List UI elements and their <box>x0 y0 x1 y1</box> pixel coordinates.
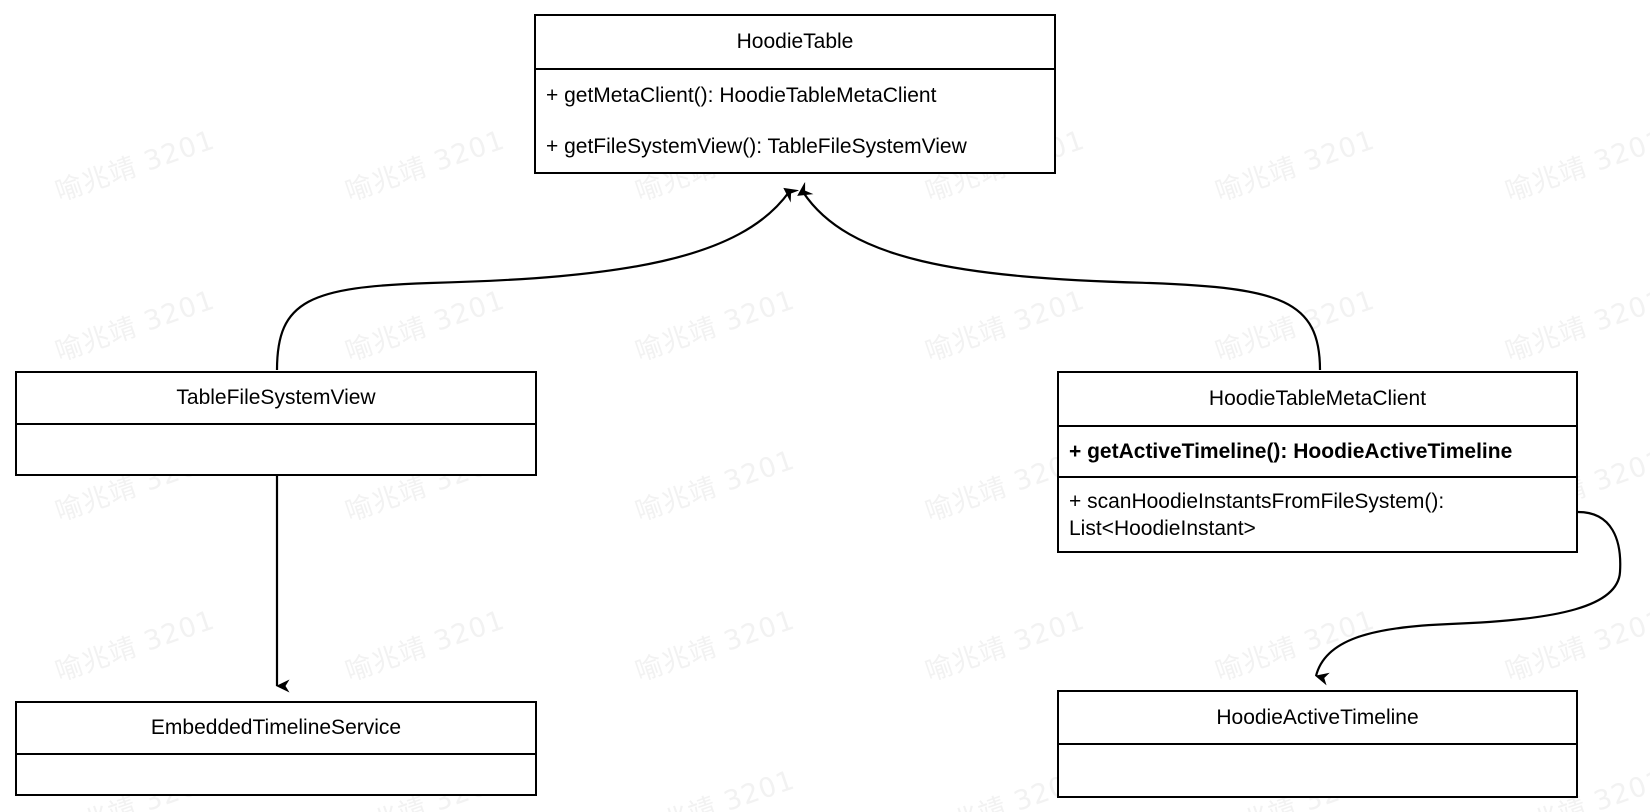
watermark-text: 喻兆靖 3201 <box>1501 604 1650 689</box>
class-title-table-file-system-view: TableFileSystemView <box>176 386 376 409</box>
watermark-text: 喻兆靖 3201 <box>631 444 799 529</box>
class-box-embedded-timeline-service[interactable]: EmbeddedTimelineService <box>15 701 537 796</box>
watermark-text: 喻兆靖 3201 <box>631 604 799 689</box>
class-box-hoodie-table-meta-client[interactable]: HoodieTableMetaClient + getActiveTimelin… <box>1057 371 1578 553</box>
class-box-table-file-system-view[interactable]: TableFileSystemView <box>15 371 537 476</box>
class-title-hoodie-active-timeline: HoodieActiveTimeline <box>1216 705 1419 729</box>
watermark-text: 喻兆靖 3201 <box>1501 124 1650 209</box>
watermark-text: 喻兆靖 3201 <box>51 124 219 209</box>
watermark-text: 喻兆靖 3201 <box>341 284 509 369</box>
method-scan-hoodie-instants-from-file-system: + scanHoodieInstantsFromFileSystem(): Li… <box>1069 489 1445 540</box>
watermark-text: 喻兆靖 3201 <box>631 284 799 369</box>
method-get-meta-client: + getMetaClient(): HoodieTableMetaClient <box>546 84 937 107</box>
class-methods-hoodie-table-meta-client-secondary: + scanHoodieInstantsFromFileSystem(): Li… <box>1059 476 1576 551</box>
watermark-text: 喻兆靖 3201 <box>921 604 1089 689</box>
watermark-text: 喻兆靖 3201 <box>1211 604 1379 689</box>
method-get-file-system-view: + getFileSystemView(): TableFileSystemVi… <box>546 135 967 158</box>
watermark-text: 喻兆靖 3201 <box>51 284 219 369</box>
watermark-text: 喻兆靖 3201 <box>341 604 509 689</box>
class-methods-hoodie-table: + getMetaClient(): HoodieTableMetaClient… <box>536 68 1054 172</box>
watermark-text: 喻兆靖 3201 <box>1501 284 1650 369</box>
method-get-active-timeline: + getActiveTimeline(): HoodieActiveTimel… <box>1069 440 1513 463</box>
edge-tablefilesystemview-to-hoodietable <box>275 192 789 371</box>
class-methods-embedded-timeline-service <box>17 753 535 794</box>
class-title-embedded-timeline-service: EmbeddedTimelineService <box>150 716 402 739</box>
class-box-hoodie-active-timeline[interactable]: HoodieActiveTimeline <box>1057 690 1578 798</box>
class-title-hoodie-table: HoodieTable <box>736 30 854 53</box>
class-methods-table-file-system-view <box>17 423 535 474</box>
watermark-text: 喻兆靖 3201 <box>51 604 219 689</box>
class-methods-hoodie-active-timeline <box>1059 743 1576 796</box>
edge-hoodietablemetaclient-to-hoodietable <box>803 192 1322 371</box>
watermark-text: 喻兆靖 3201 <box>1211 284 1379 369</box>
class-title-hoodie-table-meta-client: HoodieTableMetaClient <box>1208 387 1427 410</box>
class-box-hoodie-table[interactable]: HoodieTable + getMetaClient(): HoodieTab… <box>534 14 1056 174</box>
watermark-text: 喻兆靖 3201 <box>921 284 1089 369</box>
class-methods-hoodie-table-meta-client-primary: + getActiveTimeline(): HoodieActiveTimel… <box>1059 425 1576 476</box>
watermark-text: 喻兆靖 3201 <box>631 764 799 812</box>
watermark-text: 喻兆靖 3201 <box>341 124 509 209</box>
watermark-text: 喻兆靖 3201 <box>1211 124 1379 209</box>
